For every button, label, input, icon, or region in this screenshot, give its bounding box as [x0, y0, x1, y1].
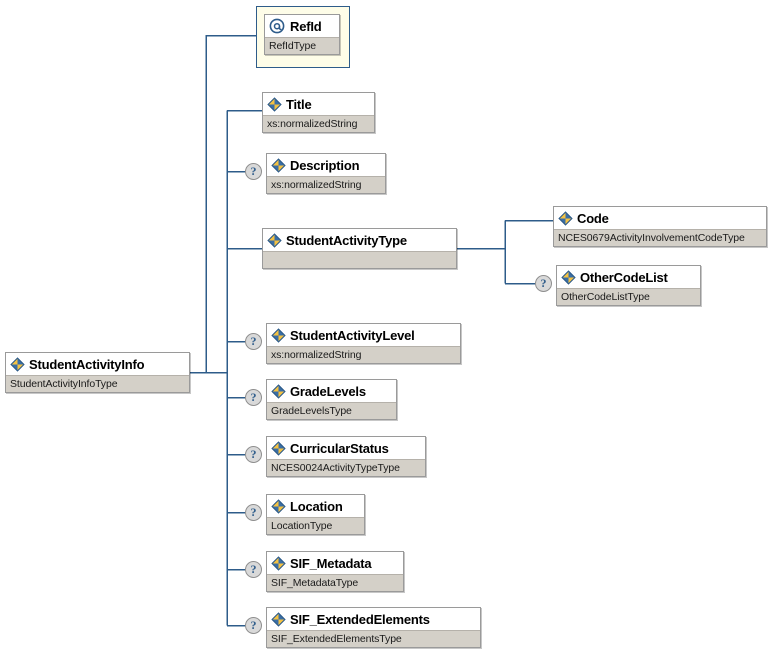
node-othercodelist-name-bar: OtherCodeList: [557, 266, 700, 288]
element-icon: [271, 440, 286, 456]
node-curricularstatus[interactable]: CurricularStatus NCES0024ActivityTypeTyp…: [266, 436, 426, 477]
node-location[interactable]: Location LocationType: [266, 494, 365, 535]
node-studentactivitylevel-type: xs:normalizedString: [267, 346, 460, 363]
node-sif-extendedelements-label: SIF_ExtendedElements: [290, 611, 430, 627]
node-othercodelist-label: OtherCodeList: [580, 269, 668, 285]
node-refid[interactable]: RefId RefIdType: [264, 14, 340, 55]
node-studentactivitylevel-label: StudentActivityLevel: [290, 327, 415, 343]
optional-marker-gradelevels: ?: [245, 389, 262, 406]
element-icon: [558, 210, 573, 226]
node-sif-metadata[interactable]: SIF_Metadata SIF_MetadataType: [266, 551, 404, 592]
node-location-name-bar: Location: [267, 495, 364, 517]
element-icon: [10, 356, 25, 372]
node-studentactivitylevel[interactable]: StudentActivityLevel xs:normalizedString: [266, 323, 461, 364]
node-sif-metadata-label: SIF_Metadata: [290, 555, 372, 571]
node-root-type: StudentActivityInfoType: [6, 375, 189, 392]
node-title-name-bar: Title: [263, 93, 374, 115]
optional-marker-location: ?: [245, 504, 262, 521]
optional-marker-othercodelist: ?: [535, 275, 552, 292]
optional-marker-sifextendedelements: ?: [245, 617, 262, 634]
element-icon: [561, 269, 576, 285]
node-gradelevels[interactable]: GradeLevels GradeLevelsType: [266, 379, 397, 420]
node-description-label: Description: [290, 157, 360, 173]
node-description-name-bar: Description: [267, 154, 385, 176]
optional-marker-description: ?: [245, 163, 262, 180]
element-icon: [267, 232, 282, 248]
node-studentactivitytype-name-bar: StudentActivityType: [263, 229, 456, 251]
node-sif-metadata-name-bar: SIF_Metadata: [267, 552, 403, 574]
optional-marker-sifmetadata: ?: [245, 561, 262, 578]
node-refid-name-bar: RefId: [265, 15, 339, 37]
optional-marker-curricularstatus: ?: [245, 446, 262, 463]
node-curricularstatus-name-bar: CurricularStatus: [267, 437, 425, 459]
node-studentactivitytype[interactable]: StudentActivityType: [262, 228, 457, 269]
node-othercodelist[interactable]: OtherCodeList OtherCodeListType: [556, 265, 701, 306]
node-sif-metadata-type: SIF_MetadataType: [267, 574, 403, 591]
node-studentactivitytype-label: StudentActivityType: [286, 232, 407, 248]
node-studentactivityinfo-root[interactable]: StudentActivityInfo StudentActivityInfoT…: [5, 352, 190, 393]
element-icon: [271, 555, 286, 571]
node-sif-extendedelements-name-bar: SIF_ExtendedElements: [267, 608, 480, 630]
node-title[interactable]: Title xs:normalizedString: [262, 92, 375, 133]
node-sif-extendedelements-type: SIF_ExtendedElementsType: [267, 630, 480, 647]
node-studentactivitytype-type: [263, 251, 456, 268]
node-curricularstatus-label: CurricularStatus: [290, 440, 389, 456]
attribute-at-icon: [269, 18, 285, 34]
node-curricularstatus-type: NCES0024ActivityTypeType: [267, 459, 425, 476]
node-title-label: Title: [286, 96, 312, 112]
node-gradelevels-type: GradeLevelsType: [267, 402, 396, 419]
element-icon: [271, 157, 286, 173]
node-root-label: StudentActivityInfo: [29, 356, 145, 372]
node-description-type: xs:normalizedString: [267, 176, 385, 193]
node-studentactivitylevel-name-bar: StudentActivityLevel: [267, 324, 460, 346]
node-refid-type: RefIdType: [265, 37, 339, 54]
node-gradelevels-name-bar: GradeLevels: [267, 380, 396, 402]
node-code[interactable]: Code NCES0679ActivityInvolvementCodeType: [553, 206, 767, 247]
element-icon: [267, 96, 282, 112]
node-refid-label: RefId: [290, 18, 322, 34]
element-icon: [271, 498, 286, 514]
node-root-name-bar: StudentActivityInfo: [6, 353, 189, 375]
node-gradelevels-label: GradeLevels: [290, 383, 366, 399]
element-icon: [271, 327, 286, 343]
node-sif-extendedelements[interactable]: SIF_ExtendedElements SIF_ExtendedElement…: [266, 607, 481, 648]
optional-marker-studentactivitylevel: ?: [245, 333, 262, 350]
node-othercodelist-type: OtherCodeListType: [557, 288, 700, 305]
node-title-type: xs:normalizedString: [263, 115, 374, 132]
node-code-name-bar: Code: [554, 207, 766, 229]
element-icon: [271, 383, 286, 399]
node-code-type: NCES0679ActivityInvolvementCodeType: [554, 229, 766, 246]
node-location-label: Location: [290, 498, 343, 514]
node-code-label: Code: [577, 210, 609, 226]
element-icon: [271, 611, 286, 627]
node-location-type: LocationType: [267, 517, 364, 534]
node-description[interactable]: Description xs:normalizedString: [266, 153, 386, 194]
